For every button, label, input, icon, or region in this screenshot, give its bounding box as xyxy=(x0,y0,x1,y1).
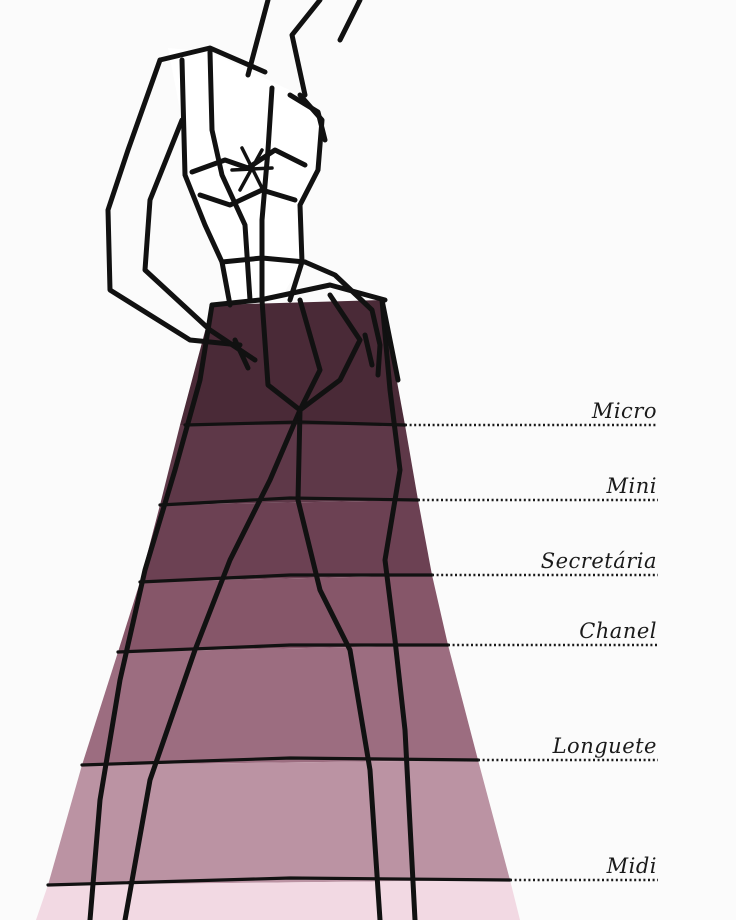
skirt-band-midi xyxy=(36,880,520,920)
bust-star-3 xyxy=(232,168,272,170)
neck-line-right xyxy=(292,0,320,95)
label-mini: Mini xyxy=(606,474,657,498)
label-micro: Micro xyxy=(591,399,657,423)
chin-line xyxy=(340,0,360,40)
label-longuete: Longuete xyxy=(552,734,657,758)
label-secretaria: Secretária xyxy=(541,549,657,573)
label-midi: Midi xyxy=(606,854,657,878)
label-chanel: Chanel xyxy=(579,619,657,643)
skirt-band-chanel xyxy=(82,645,478,765)
skirt-band-secretaria xyxy=(118,575,448,652)
skirt-band-longuete xyxy=(48,760,510,885)
